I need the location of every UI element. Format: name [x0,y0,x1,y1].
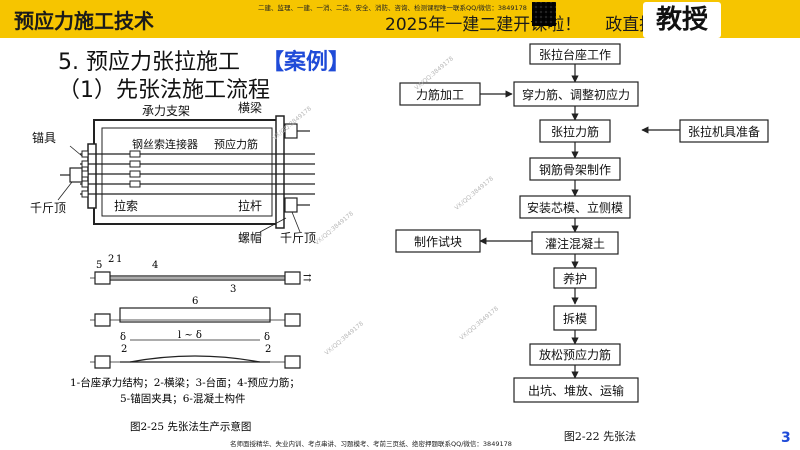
flow-step-5: 安装芯模、立侧模 [527,200,623,215]
production-schematic: ⇉ 5 2 1 4 3 6 l ~ δ δ 2 δ 2 1-台座承力结构；2-横… [70,254,312,433]
flow-step-2: 穿力筋、调整初应力 [522,87,630,102]
label-tendon: 预应力筋 [214,137,258,151]
delta-left-bot: 2 [121,344,127,355]
label-pull-cable: 拉索 [114,198,138,213]
flow-step-9: 放松预应力筋 [539,347,611,362]
flow-step-1: 张拉台座工作 [539,47,611,62]
flow-step-6: 灌注混凝土 [545,236,605,251]
label-jack-right: 千斤顶 [280,231,316,245]
num-3: 3 [230,284,236,295]
figure-caption-right: 图2-22 先张法 [564,429,636,443]
left-jack [69,167,83,183]
span-label: l ~ δ [178,330,202,341]
header-bar: 预应力施工技术 二建、监理、一建、一消、二造、安全、消防、咨询、检测课程唯一联系… [0,0,800,38]
num-1: 1 [116,254,122,265]
num-6: 6 [192,296,198,307]
flow-step-10: 出坑、堆放、运输 [528,383,624,398]
legend-line-2: 5-锚固夹具；6-混凝土构件 [120,392,245,405]
delta-right-top: δ [264,332,270,343]
tendons [80,153,315,195]
connector-marks [129,150,141,188]
flow-side-tendon-processing: 力筋加工 [416,87,464,102]
flow-step-7: 养护 [563,271,587,286]
right-jack-bottom [284,197,298,213]
support-frame-inner [101,127,273,217]
flow-connectors [479,64,680,379]
flow-side-equipment-prep: 张拉机具准备 [688,124,760,139]
header-title: 预应力施工技术 [14,9,154,33]
anchor-marks [81,150,89,198]
case-tag: 【案例】 [262,50,351,75]
label-support: 承力支架 [142,104,190,118]
section-title: 5. 预应力张拉施工 [58,50,240,75]
delta-left-top: δ [120,332,126,343]
label-anchor: 锚具 [32,130,56,145]
qr-code-icon [532,2,556,26]
label-connector: 钢丝索连接器 [132,137,198,151]
num-2: 2 [108,254,114,265]
flow-side-test-blocks: 制作试块 [414,234,462,249]
flow-step-4: 钢筋骨架制作 [539,162,611,177]
footer-text: 名师面授精华、失业内训、考点串讲、习题模考、考前三页纸、绝密押题联系QQ/微信：… [230,440,512,448]
flow-step-3: 张拉力筋 [551,124,599,139]
flow-boxes [395,43,769,403]
page-number: 3 [781,430,791,446]
header-banner: 2025年一建二建开课啦！政直播中 [385,10,673,35]
legend-line-1: 1-台座承力结构；2-横梁；3-台面；4-预应力筋； [70,376,300,389]
label-pull-rod: 拉杆 [238,198,262,213]
label-nut: 螺帽 [238,230,262,245]
label-jack-left: 千斤顶 [30,201,66,215]
svg-text:⇉: ⇉ [303,273,312,284]
badge-teach: 教授 [643,2,721,38]
flowchart: 张拉台座工作 穿力筋、调整初应力 张拉力筋 钢筋骨架制作 安装芯模、立侧模 灌注… [395,43,769,443]
label-beam: 横梁 [238,100,262,115]
flow-step-8: 拆模 [563,311,587,326]
delta-right-bot: 2 [265,344,271,355]
num-4: 4 [152,260,158,271]
right-beam [275,115,285,229]
num-5: 5 [96,260,102,271]
pretension-bed-diagram: 承力支架 横梁 锚具 钢丝索连接器 预应力筋 千斤顶 拉索 拉杆 螺帽 千斤顶 [30,100,316,245]
header-contact-text: 二建、监理、一建、一消、二造、安全、消防、咨询、检测课程唯一联系QQ/微信：38… [258,4,527,12]
sub-title: （1）先张法施工流程 [58,78,270,103]
figure-caption-left: 图2-25 先张法生产示意图 [130,420,251,433]
